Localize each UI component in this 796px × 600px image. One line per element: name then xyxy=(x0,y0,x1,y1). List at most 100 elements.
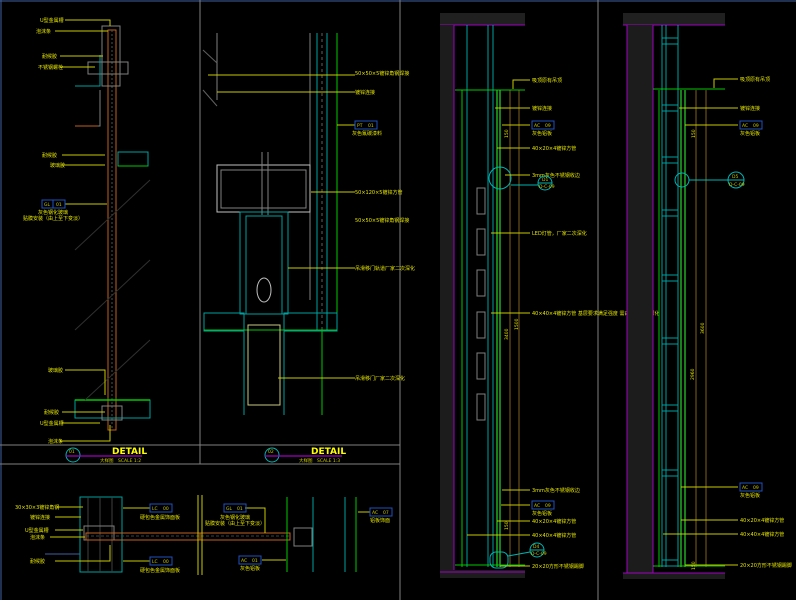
label-u-channel-2: U型金属槽 xyxy=(40,420,64,427)
dim-1500: 1500 xyxy=(514,318,520,330)
detail-01-leaders xyxy=(55,19,111,442)
track xyxy=(239,211,289,315)
tube-brackets xyxy=(661,37,679,567)
label-bolt: 不锈钢螺栓 xyxy=(38,64,63,71)
label-ac-desc-2: 灰色铝板 xyxy=(740,492,760,499)
label-gl-desc-2: 贴膜安装（由上至下变淡） xyxy=(23,215,83,222)
svg-text:大样图: 大样图 xyxy=(100,457,114,464)
detail-title: DETAIL xyxy=(112,447,147,457)
detail-05: 30×30×3镀锌角钢 镀锌连接 U型金属槽 泡沫条 耐候胶 LC 00 硬包色… xyxy=(15,495,393,575)
u-channel-bottom xyxy=(101,405,123,421)
label-angle-steel: 50×50×5镀锌角钢焊接 xyxy=(355,70,409,77)
callout-circle-d4 xyxy=(489,551,509,569)
label-galv-connect: 镀锌连接 xyxy=(532,105,552,112)
svg-text:大样图: 大样图 xyxy=(299,457,313,464)
label-door-track: 吊滑移门轨道厂家二次深化 xyxy=(355,265,415,272)
label-door: 吊滑移门厂家二次深化 xyxy=(355,375,405,382)
label-u-channel: U型金属槽 xyxy=(40,17,64,24)
tag-pt01: PT 01 xyxy=(354,120,378,130)
dim-3400: 3400 xyxy=(504,328,510,340)
svg-text:D5: D5 xyxy=(732,174,738,180)
dim-150-bottom: 150 xyxy=(504,521,510,530)
svg-text:02: 02 xyxy=(268,449,274,455)
title-block-02: 02 DETAIL 大样图 SCALE 1:3 xyxy=(264,447,346,464)
dim-150-top: 150 xyxy=(691,129,697,138)
label-galv-connect: 镀锌连接 xyxy=(740,105,760,112)
callout-d4: D4 D-C-09 xyxy=(507,542,547,558)
tag-gl01: GL 01 xyxy=(223,503,247,513)
dim-150-top: 150 xyxy=(504,129,510,138)
steel-tube xyxy=(216,164,311,213)
svg-text:GL: GL xyxy=(226,506,232,512)
detail-04: 吸顶原有吊顶 镀锌连接 AC 09 灰色铝板 D5 D-C-09 150 360… xyxy=(623,13,792,579)
svg-text:09: 09 xyxy=(545,123,551,129)
dim-150-bottom: 150 xyxy=(691,561,697,570)
label-galv-connect: 镀锌连接 xyxy=(355,89,375,96)
bolt xyxy=(87,61,129,75)
label-gl-desc-2: 贴膜安装（由上至下变淡） xyxy=(205,520,265,527)
detail-02: 50×50×5镀锌角钢焊接 镀锌连接 PT 01 灰色氟碳漆料 50×120×5… xyxy=(202,33,415,464)
wall-hatch xyxy=(440,25,454,570)
svg-text:AC: AC xyxy=(372,510,378,516)
label-pt-desc: 灰色氟碳漆料 xyxy=(352,130,382,137)
svg-text:07: 07 xyxy=(383,510,389,516)
label-angle-steel-2: 50×50×5镀锌角钢焊接 xyxy=(355,217,409,224)
label-lc-desc-1: 硬包色金属饰面板 xyxy=(140,514,180,521)
svg-text:SCALE 1:2: SCALE 1:2 xyxy=(118,458,141,464)
svg-text:00: 00 xyxy=(163,506,169,512)
u-channel-top xyxy=(101,25,121,87)
svg-text:AC: AC xyxy=(742,485,748,491)
callout-circle-d1 xyxy=(488,166,512,190)
svg-text:01: 01 xyxy=(56,202,62,208)
label-ac07-desc: 铝板饰面 xyxy=(370,517,390,524)
tag-ac09: AC 09 xyxy=(739,120,763,130)
label-lc-desc-2: 硬包色金属饰面板 xyxy=(140,567,180,574)
detail-01: U型金属槽 泡沫条 耐候胶 不锈钢螺栓 耐候胶 玻璃胶 GL 01 灰色钢化玻璃… xyxy=(23,17,151,464)
svg-text:PT: PT xyxy=(357,123,363,129)
label-square-tube-2: 40×40×4镀锌方管 xyxy=(740,531,784,538)
label-square-tube-1: 40×20×4镀锌方管 xyxy=(532,145,576,152)
svg-text:01: 01 xyxy=(69,449,75,455)
svg-text:AC: AC xyxy=(534,503,540,509)
tag-ac09: AC 09 xyxy=(531,120,555,130)
svg-text:09: 09 xyxy=(753,123,759,129)
svg-text:LC: LC xyxy=(152,559,158,565)
label-sealant: 耐候胶 xyxy=(30,558,45,565)
svg-text:GL: GL xyxy=(44,202,50,208)
label-square-tube: 50×120×5镀锌方管 xyxy=(355,189,402,196)
label-ac-desc: 灰色铝板 xyxy=(740,130,760,137)
label-square-tube-1: 40×20×4镀锌方管 xyxy=(740,517,784,524)
title-block-01: 01 DETAIL 大样图 SCALE 1:2 xyxy=(65,447,147,464)
svg-text:D4: D4 xyxy=(533,544,539,550)
svg-text:D-C-09: D-C-09 xyxy=(531,551,547,557)
label-foam-strip-2: 泡沫条 xyxy=(48,438,63,445)
label-base-note: 40×40×4镀锌方管 基层要求满足强度 需由厂家二次深化 xyxy=(532,310,659,317)
svg-text:SCALE 1:3: SCALE 1:3 xyxy=(317,458,340,464)
label-kickplate: 20×20方形不锈钢踢脚 xyxy=(740,562,792,569)
dim-2960: 2960 xyxy=(690,368,696,380)
sliding-door xyxy=(247,324,281,406)
svg-text:LC: LC xyxy=(152,506,158,512)
label-led: LED灯管，厂家二次深化 xyxy=(532,230,587,237)
callout-circle-d5 xyxy=(674,172,690,188)
label-glass-glue: 玻璃胶 xyxy=(50,162,65,169)
svg-text:AC: AC xyxy=(534,123,540,129)
svg-text:AC: AC xyxy=(241,558,247,564)
svg-text:AC: AC xyxy=(742,123,748,129)
tag-ac09-2: AC 09 xyxy=(739,482,763,492)
label-kickplate: 20×20方形不锈钢踢脚 xyxy=(532,563,584,570)
label-gl-desc-1: 灰色钢化玻璃 xyxy=(220,514,250,521)
label-sealant-3: 耐候胶 xyxy=(44,409,59,416)
label-square-tube-3: 40×40×4镀锌方管 xyxy=(532,532,576,539)
ceiling-slab xyxy=(440,13,525,25)
svg-text:01: 01 xyxy=(252,558,258,564)
tag-ac07: AC 07 xyxy=(369,507,393,517)
detail-title: DETAIL xyxy=(311,447,346,457)
label-foam-strip: 泡沫条 xyxy=(30,534,45,541)
label-gl-desc-1: 灰色钢化玻璃 xyxy=(38,209,68,216)
label-ceiling: 吸顶原有吊顶 xyxy=(532,77,562,84)
svg-text:00: 00 xyxy=(163,559,169,565)
label-stainless-trim-2: 3mm灰色不锈钢收边 xyxy=(532,487,580,494)
